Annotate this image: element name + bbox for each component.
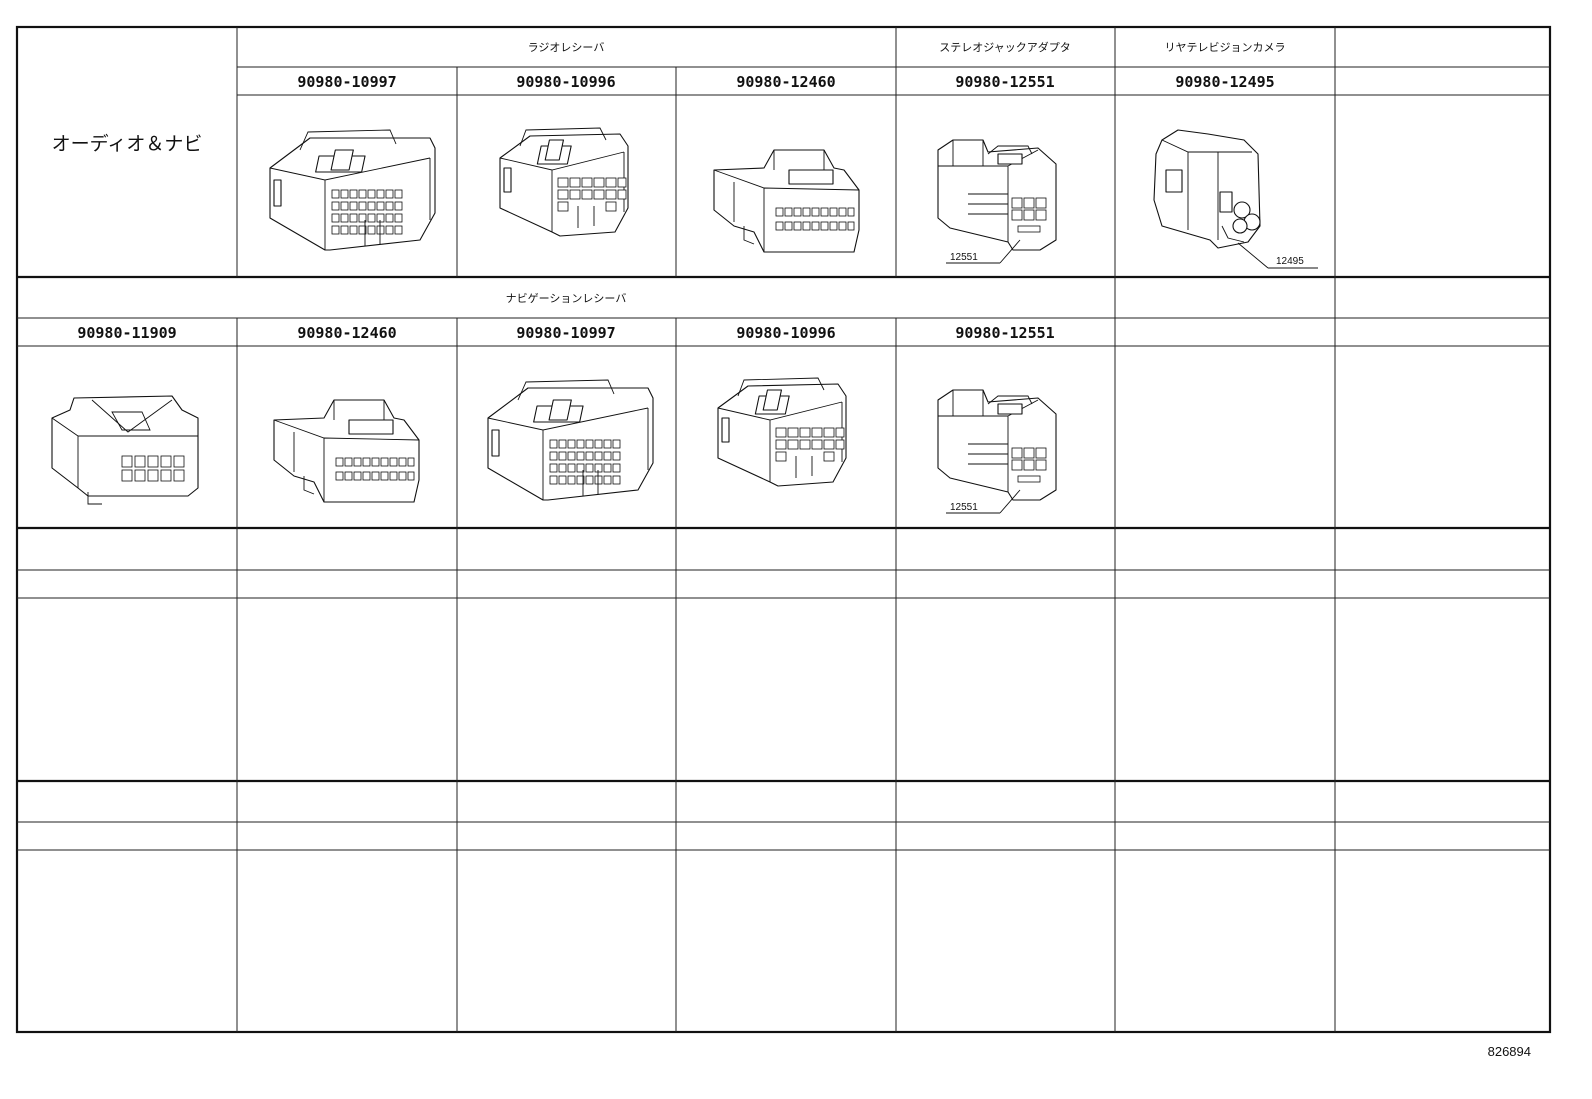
connector-camera-icon: [1153, 129, 1261, 249]
connector-28pin-icon: [714, 150, 859, 252]
category-radio-receiver: ラジオレシーバ: [528, 41, 605, 54]
part-number: 90980-12460: [736, 73, 835, 91]
connector-stereo-jack-icon: [937, 139, 1057, 251]
callout-12551: 12551: [946, 489, 1021, 514]
part-number: 90980-10997: [516, 324, 615, 342]
connector-10pin-icon: [51, 395, 199, 505]
part-number: 90980-12460: [297, 324, 396, 342]
connector-28pin-icon: [274, 400, 419, 502]
svg-text:12551: 12551: [950, 502, 978, 513]
callout-12495: 12495: [1237, 242, 1318, 269]
svg-text:12551: 12551: [950, 252, 978, 263]
part-number: 90980-10996: [736, 324, 835, 342]
part-number: 90980-11909: [77, 324, 176, 342]
connector-16pin-icon: [270, 130, 435, 250]
category-stereo-jack-adapter: ステレオジャックアダプタ: [939, 40, 1070, 54]
section-title: オーディオ＆ナビ: [52, 133, 203, 155]
callout-12551: 12551: [946, 239, 1021, 264]
category-rear-tv-camera: リヤテレビジョンカメラ: [1165, 41, 1286, 54]
part-number: 90980-12551: [955, 73, 1054, 91]
part-number: 90980-10996: [516, 73, 615, 91]
part-number: 90980-12551: [955, 324, 1054, 342]
part-number: 90980-12495: [1175, 73, 1274, 91]
connector-12pin-icon: [717, 377, 847, 487]
connector-stereo-jack-icon: [937, 389, 1057, 501]
reference-number: 826894: [1488, 1044, 1531, 1059]
svg-text:12495: 12495: [1276, 256, 1304, 267]
part-number: 90980-10997: [297, 73, 396, 91]
category-navigation-receiver: ナビゲーションレシーバ: [506, 292, 627, 305]
connector-12pin-icon: [499, 127, 629, 237]
connector-16pin-icon: [488, 380, 653, 500]
table-grid: [15, 25, 1552, 1034]
